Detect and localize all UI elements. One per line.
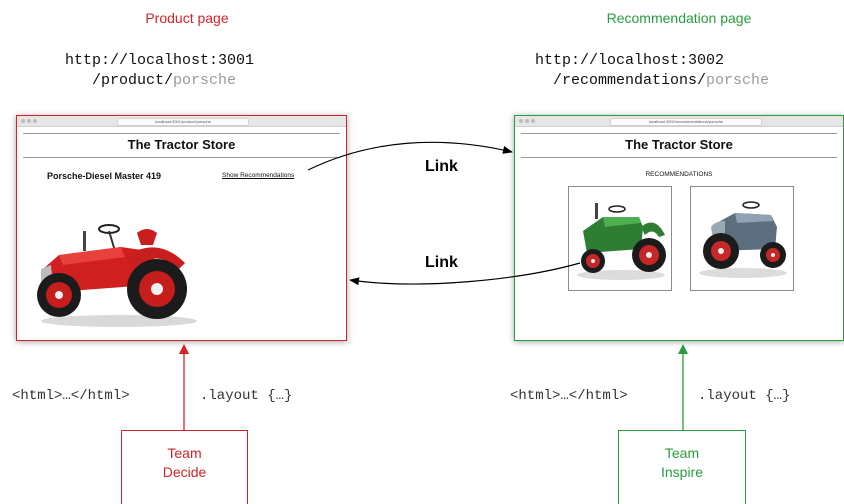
team-decide-line1: Team	[167, 445, 202, 461]
recommendation-css-code: .layout {…}	[698, 388, 791, 404]
link-arrow-to-recommendations	[307, 141, 513, 171]
recommendation-card-gray-tractor[interactable]	[690, 186, 794, 291]
window-zoom-dot[interactable]	[33, 119, 37, 123]
link-label-top: Link	[425, 158, 458, 175]
team-decide-box: Team Decide	[121, 430, 248, 504]
browser-toolbar: localhost:3002/recommendations/porsche	[515, 116, 843, 127]
green-tractor-image	[577, 203, 666, 280]
product-browser-window: localhost:3001/product/porsche The Tract…	[16, 115, 347, 341]
recommendation-url-host: http://localhost:3002	[535, 52, 725, 69]
product-page-heading: Product page	[145, 10, 229, 26]
recommendations-label: RECOMMENDATIONS	[645, 171, 713, 178]
store-title: The Tractor Store	[127, 137, 236, 152]
team-inspire-line2: Inspire	[660, 464, 704, 480]
team-inspire-box: Team Inspire	[618, 430, 746, 504]
window-zoom-dot[interactable]	[531, 119, 535, 123]
recommendation-url-path: /recommendations/porsche	[553, 72, 770, 89]
product-html-code: <html>…</html>	[12, 388, 130, 404]
recommendation-html-code: <html>…</html>	[510, 388, 628, 404]
recommendation-card-green-tractor[interactable]	[568, 186, 672, 291]
recommendation-browser-window: localhost:3002/recommendations/porsche T…	[514, 115, 844, 341]
team-inspire-line1: Team	[664, 445, 700, 461]
top-divider	[521, 133, 837, 134]
store-title: The Tractor Store	[625, 137, 733, 152]
link-label-bottom: Link	[425, 254, 458, 271]
window-minimize-dot[interactable]	[525, 119, 529, 123]
gray-tractor-image	[699, 201, 787, 278]
address-bar[interactable]: localhost:3001/product/porsche	[117, 118, 249, 126]
red-tractor-image	[37, 224, 197, 327]
top-divider	[23, 133, 340, 134]
bottom-divider	[23, 157, 340, 158]
window-minimize-dot[interactable]	[27, 119, 31, 123]
team-decide-line2: Decide	[162, 464, 207, 480]
window-close-dot[interactable]	[519, 119, 523, 123]
link-arrow-to-product	[349, 262, 581, 286]
product-url-path: /product/porsche	[92, 72, 237, 89]
window-close-dot[interactable]	[21, 119, 25, 123]
show-recommendations-link[interactable]: Show Recommendations	[222, 172, 295, 179]
product-url-host: http://localhost:3001	[65, 52, 255, 69]
browser-toolbar: localhost:3001/product/porsche	[17, 116, 346, 127]
bottom-divider	[521, 157, 837, 158]
product-name: Porsche-Diesel Master 419	[47, 171, 162, 181]
address-bar[interactable]: localhost:3002/recommendations/porsche	[610, 118, 762, 126]
recommendation-page-heading: Recommendation page	[606, 10, 752, 26]
product-css-code: .layout {…}	[200, 388, 293, 404]
